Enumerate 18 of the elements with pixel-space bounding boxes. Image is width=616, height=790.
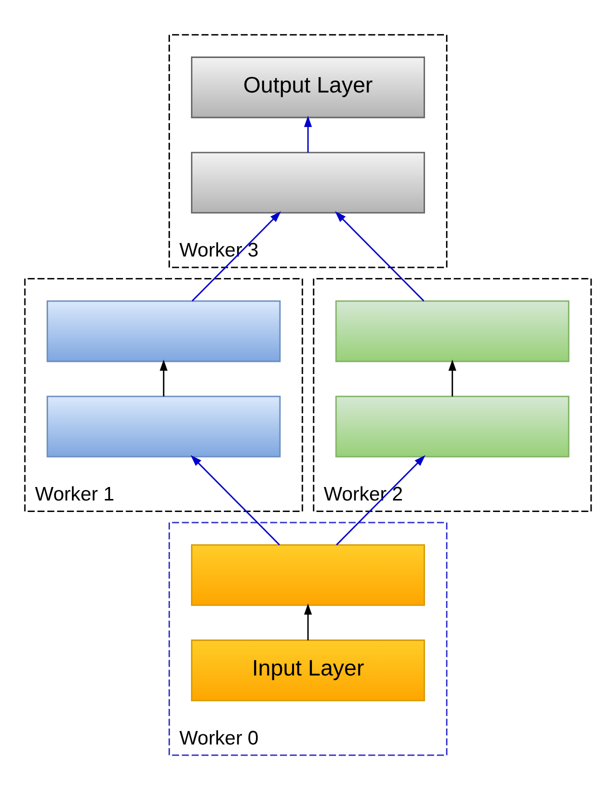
arrow bbox=[190, 455, 280, 546]
node-box bbox=[46, 300, 281, 362]
arrow bbox=[192, 211, 282, 302]
arrow bbox=[336, 455, 426, 546]
node-box: Output Layer bbox=[190, 56, 426, 118]
cluster: Worker 2 bbox=[312, 278, 592, 512]
node-box: Input Layer bbox=[190, 640, 426, 702]
node-box bbox=[335, 300, 570, 362]
arrow bbox=[160, 360, 168, 396]
node-box bbox=[46, 396, 281, 458]
arrow bbox=[334, 211, 424, 302]
node-box bbox=[190, 544, 426, 606]
node-box bbox=[335, 396, 570, 458]
arrow bbox=[448, 360, 456, 396]
cluster: Worker 1 bbox=[24, 278, 304, 512]
node-box bbox=[190, 152, 426, 214]
arrow bbox=[304, 116, 312, 153]
arrow bbox=[304, 603, 312, 640]
